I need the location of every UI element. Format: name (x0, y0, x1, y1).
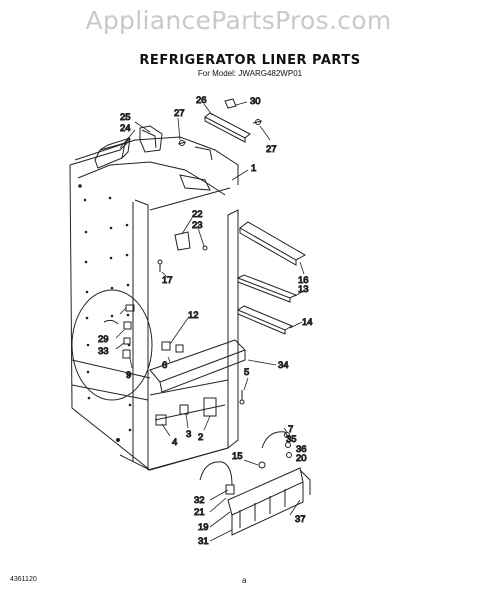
callout-6: 6 (162, 360, 167, 371)
center-cover (149, 339, 246, 393)
diagram-title: REFRIGERATOR LINER PARTS (139, 53, 361, 68)
callout-labels: 30 26 27 27 25 24 1 22 23 17 16 13 14 12… (98, 95, 314, 548)
callout-20: 20 (296, 453, 307, 464)
callout-33: 33 (98, 346, 109, 357)
diagram-code: 4361120 (10, 576, 37, 583)
callout-9: 9 (126, 370, 131, 381)
callout-19: 19 (198, 522, 209, 533)
callout-37: 37 (295, 514, 306, 525)
model-number: For Model: JWARG482WP01 (197, 69, 303, 78)
callout-17: 17 (162, 275, 173, 286)
inner-bracket (157, 231, 208, 272)
callout-31: 31 (198, 536, 209, 547)
callout-36: 36 (296, 444, 307, 455)
top-bracket (177, 98, 263, 146)
callout-30: 30 (250, 96, 261, 107)
callout-34: 34 (278, 360, 289, 371)
callout-15: 15 (232, 451, 243, 462)
control-parts (103, 304, 135, 359)
callout-32: 32 (194, 495, 205, 506)
right-rails (236, 221, 307, 335)
callout-12: 12 (188, 310, 199, 321)
callout-25: 25 (120, 112, 131, 123)
callout-2: 2 (198, 432, 203, 443)
crisper-assembly (227, 431, 311, 536)
callout-29: 29 (98, 334, 109, 345)
callout-16: 16 (298, 275, 309, 286)
callout-13: 13 (298, 284, 309, 295)
callout-7: 7 (288, 424, 293, 435)
callout-27b: 27 (266, 144, 277, 155)
callout-21: 21 (194, 507, 205, 518)
liner-body (69, 136, 239, 471)
leader-lines (115, 101, 306, 542)
callout-27a: 27 (174, 108, 185, 119)
callout-22: 22 (192, 209, 203, 220)
bottom-parts (155, 390, 245, 426)
callout-26: 26 (196, 95, 207, 106)
callout-4: 4 (172, 437, 177, 448)
watermark: AppliancePartsPros.com (85, 6, 392, 35)
callout-24: 24 (120, 123, 131, 134)
callout-14: 14 (302, 317, 313, 328)
callout-35: 35 (286, 434, 297, 445)
callout-3: 3 (186, 429, 191, 440)
damper-assembly (94, 125, 163, 169)
footer-mark: a (242, 576, 247, 585)
callout-5: 5 (244, 367, 249, 378)
callout-1: 1 (251, 163, 256, 174)
lamp-assembly (199, 461, 235, 495)
callout-23: 23 (192, 220, 203, 231)
